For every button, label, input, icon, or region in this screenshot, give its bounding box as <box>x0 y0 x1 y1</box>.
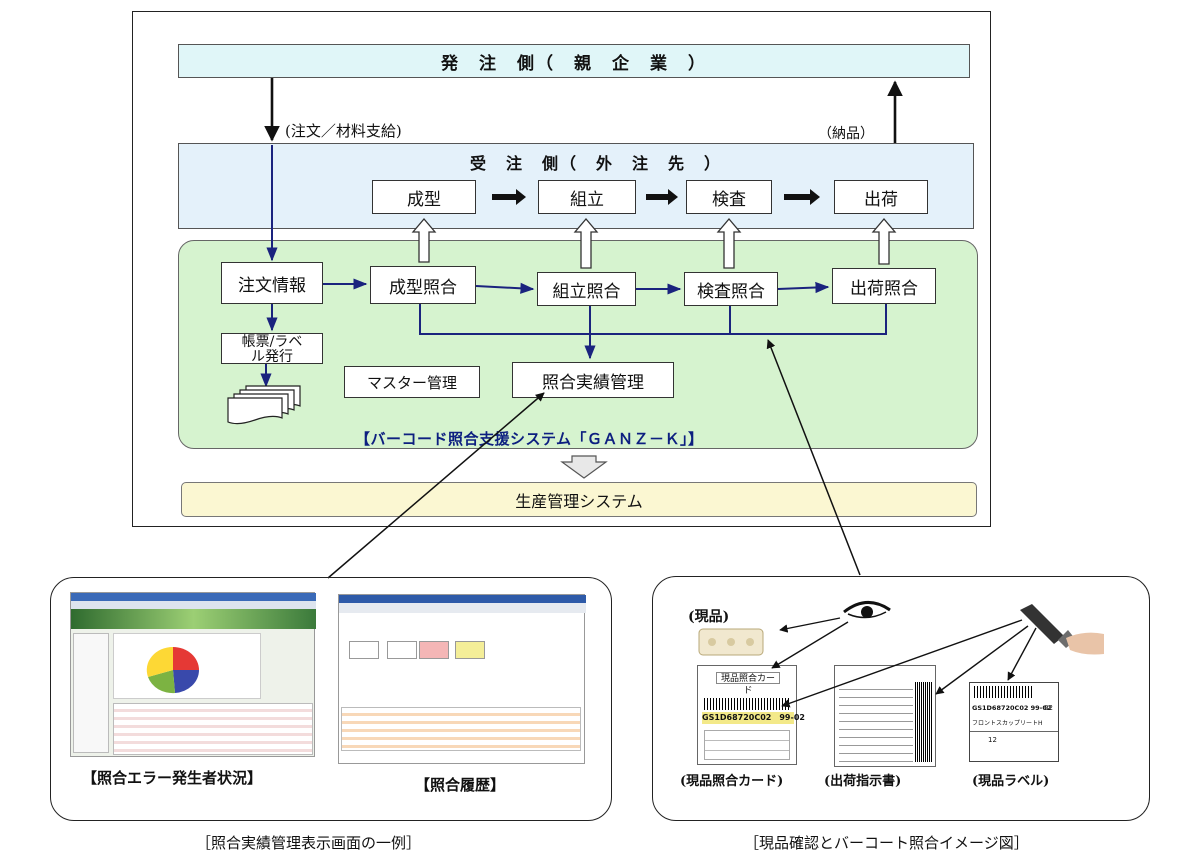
browser-toolbar <box>71 601 316 609</box>
matching-card-caption: (現品照合カード) <box>680 774 784 789</box>
label-quantity: 12 <box>988 736 997 744</box>
delivery-note: （納品） <box>818 126 874 142</box>
card-title: 現品照合カード <box>716 672 780 696</box>
sheet-barcodes <box>915 682 933 762</box>
matching-history-screenshot <box>338 594 586 764</box>
match-flow-lines <box>260 278 887 388</box>
shipping-instruction-caption: (出荷指示書) <box>824 774 902 789</box>
card-4 <box>455 641 485 659</box>
product-label-caption: (現品ラベル) <box>972 774 1050 789</box>
pie-chart-icon <box>146 646 200 694</box>
eye-icon <box>843 601 891 619</box>
window-titlebar <box>339 595 586 603</box>
label-grid <box>970 731 1058 761</box>
form-issue-label: 帳票/ラベル発行 <box>241 334 303 365</box>
browser-toolbar <box>339 603 586 613</box>
item-label: (現品) <box>688 609 730 625</box>
system-diagram-frame <box>132 11 991 527</box>
production-system-band: 生産管理システム <box>181 482 977 517</box>
receiving-side-label: 受 注 側（ 外 注 先 ） <box>470 154 723 173</box>
pointer-to-matching <box>766 339 861 576</box>
label-barcode-strip <box>974 686 1032 698</box>
card-barcode-strip <box>704 698 790 710</box>
ordering-side-label: 発 注 側（ 親 企 業 ） <box>441 53 707 74</box>
system-title: 【バーコード照合支援システム「ＧＡＮＺ－Ｋ」】 <box>355 430 704 448</box>
barcode-image-panel <box>652 576 1150 821</box>
sheet-rows <box>839 682 913 762</box>
history-table <box>341 707 581 751</box>
step-inspection: 検査 <box>686 180 772 214</box>
molding-match-box: 成型照合 <box>370 266 476 304</box>
ordering-side-band: 発 注 側（ 親 企 業 ） <box>178 44 970 78</box>
barcode-image-caption: ［現品確認とバーコート照合イメージ図］ <box>744 834 1029 852</box>
step-arrows <box>492 189 820 205</box>
step-shipping: 出荷 <box>834 180 928 214</box>
master-box: マスター管理 <box>344 366 480 398</box>
product-label-image: GS1D68720C02 99-02 02 フロントスカップリートH 12 <box>969 682 1059 762</box>
shipping-instruction-image <box>834 665 936 767</box>
window-titlebar <box>71 593 316 601</box>
inspection-match-box: 検査照合 <box>684 272 778 306</box>
production-system-label: 生産管理システム <box>515 491 643 511</box>
document-stack-icon <box>227 385 301 425</box>
error-status-caption: 【照合エラー発生者状況】 <box>82 769 263 787</box>
display-examples-panel <box>50 577 612 821</box>
step-assembly: 組立 <box>538 180 636 214</box>
to-production-arrow <box>560 455 608 479</box>
display-examples-caption: ［照合実績管理表示画面の一例］ <box>196 834 422 852</box>
form-issue-box: 帳票/ラベル発行 <box>221 333 323 365</box>
order-note: (注文／材料支給) <box>285 122 402 140</box>
error-status-screenshot <box>70 592 316 757</box>
matching-history-caption: 【照合履歴】 <box>415 776 506 794</box>
card-code: GS1D68720C02 99-02 <box>702 712 805 724</box>
data-table <box>113 703 313 755</box>
pointer-to-results <box>327 392 545 579</box>
label-code: GS1D68720C02 99-02 <box>972 704 1052 712</box>
assembly-match-box: 組立照合 <box>537 272 636 306</box>
card-1 <box>349 641 379 659</box>
card-2 <box>387 641 417 659</box>
card-grid <box>704 730 790 760</box>
step-molding: 成型 <box>372 180 476 214</box>
card-3 <box>419 641 449 659</box>
matching-card-image: 現品照合カード GS1D68720C02 99-02 <box>697 665 805 765</box>
results-box: 照合実績管理 <box>512 362 674 398</box>
barcode-scanner-icon <box>1020 604 1104 655</box>
label-part-name: フロントスカップリートH <box>972 720 1043 727</box>
shipping-match-box: 出荷照合 <box>832 268 936 304</box>
part-image <box>698 628 764 656</box>
match-to-step-arrows <box>411 217 897 269</box>
side-menu <box>73 633 109 753</box>
order-info-box: 注文情報 <box>221 262 323 304</box>
label-number: 02 <box>1044 704 1053 712</box>
header-banner <box>71 609 316 629</box>
